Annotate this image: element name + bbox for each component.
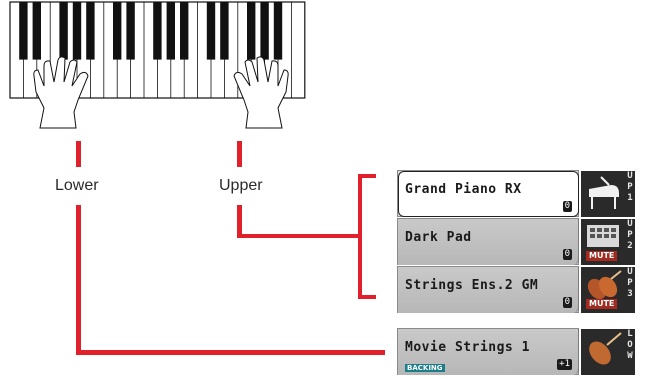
black-key [167,2,175,60]
lower-wire-drop [76,205,81,355]
octave-indicator: +1 [557,359,572,370]
black-key [153,2,161,60]
black-key [33,2,41,60]
upper-label: Upper [219,177,263,195]
upper-bracket-top [358,174,376,178]
mute-badge: MUTE [586,299,617,309]
keyboard-hands-illustration [0,0,310,130]
black-key [73,2,81,60]
black-key [126,2,134,60]
lower-wire-top [76,141,81,167]
track-name: Dark Pad [405,230,472,245]
black-key [19,2,27,60]
track-name: Movie Strings 1 [405,340,530,355]
black-key [207,2,215,60]
track-name: Strings Ens.2 GM [405,278,538,293]
octave-indicator: 0 [563,297,572,308]
lower-wire-horizontal [76,350,385,355]
backing-badge: BACKING [405,364,445,372]
upper-bracket-vertical [358,174,362,298]
upper-wire-top [237,141,242,167]
black-key [59,2,67,60]
black-key [274,2,282,60]
black-key [180,2,188,60]
upper-wire-horizontal [237,234,362,238]
grand-piano-icon [581,171,625,217]
black-key [260,2,268,60]
black-key [86,2,94,60]
octave-indicator: 0 [563,249,572,260]
black-key [247,2,255,60]
mute-badge: MUTE [586,251,617,261]
upper-bracket-bottom [358,295,376,299]
lower-label: Lower [55,177,99,195]
black-key [113,2,121,60]
track-name: Grand Piano RX [405,182,522,197]
black-key [220,2,228,60]
violin-icon [581,329,625,375]
octave-indicator: 0 [563,201,572,212]
